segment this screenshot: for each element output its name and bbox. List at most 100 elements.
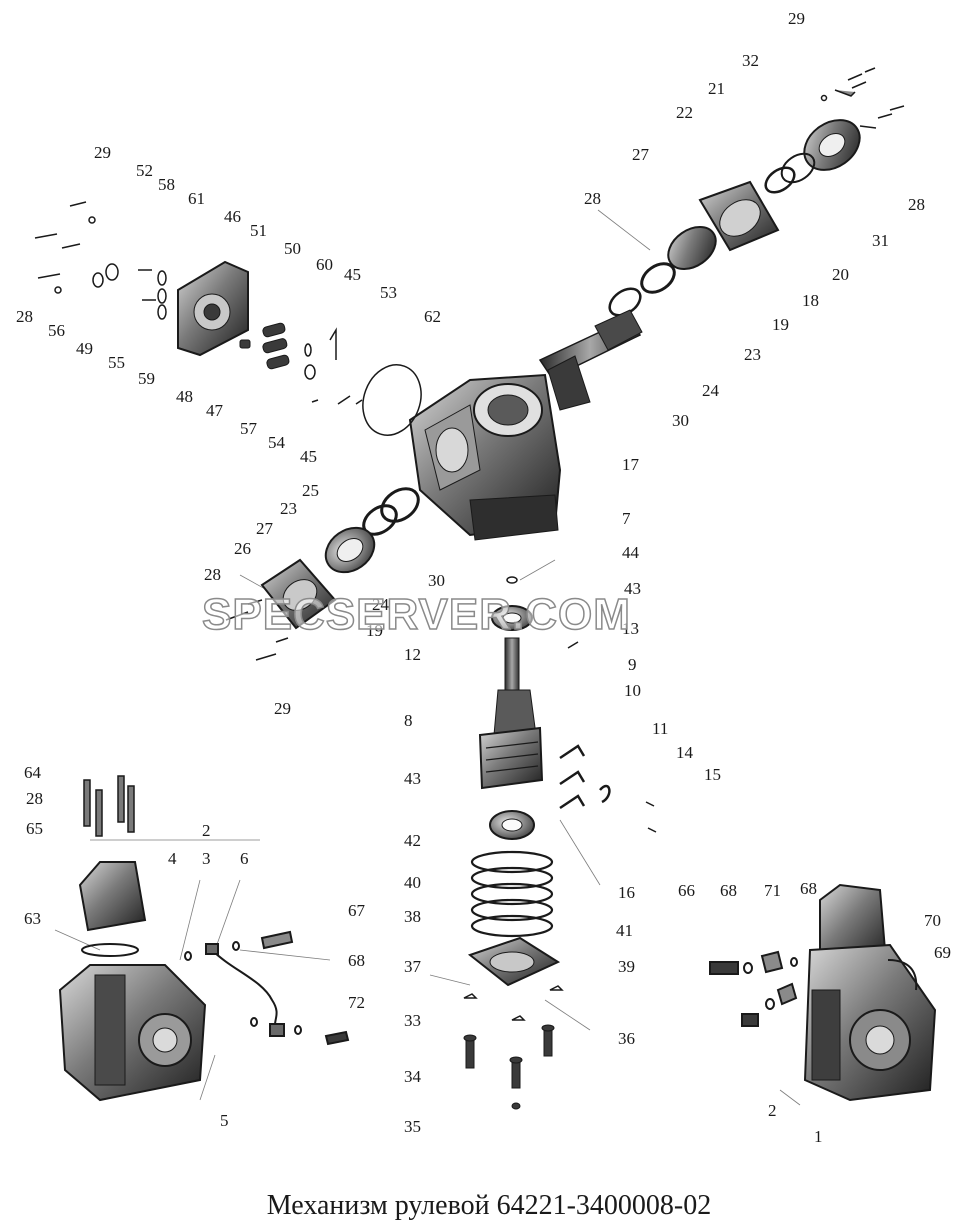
callout-label: 69 (934, 943, 951, 962)
callout-label: 24 (702, 381, 719, 400)
callout-label: 63 (24, 909, 41, 928)
callout-label: 7 (622, 509, 631, 528)
valve-cover-assembly (34, 201, 363, 405)
callout-label: 30 (672, 411, 689, 430)
callout-label: 19 (772, 315, 789, 334)
callout-label: 70 (924, 911, 941, 930)
callout-label: 62 (424, 307, 441, 326)
callout-label: 54 (268, 433, 285, 452)
diagram-caption: Механизм рулевой 64221-3400008-02 (266, 1190, 712, 1221)
callout-label: 49 (76, 339, 93, 358)
callout-label: 21 (708, 79, 725, 98)
callout-label: 43 (624, 579, 641, 598)
callout-label: 17 (622, 455, 639, 474)
callout-label: 14 (676, 743, 693, 762)
callout-label: 22 (676, 103, 693, 122)
callout-label: 23 (744, 345, 761, 364)
callout-label: 42 (404, 831, 421, 850)
callout-label: 58 (158, 175, 175, 194)
hose-fittings (184, 930, 350, 1046)
leader-lines (54, 209, 801, 1106)
callout-label: 29 (788, 9, 805, 28)
callout-label: 59 (138, 369, 155, 388)
callout-label: 2 (768, 1101, 777, 1120)
callout-label: 1 (814, 1127, 823, 1146)
callout-label: 2 (202, 821, 211, 840)
callout-label: 28 (26, 789, 43, 808)
callout-label: 48 (176, 387, 193, 406)
callout-label: 10 (624, 681, 641, 700)
callout-label: 41 (616, 921, 633, 940)
callout-label: 29 (94, 143, 111, 162)
callout-label: 39 (618, 957, 635, 976)
callout-label: 5 (220, 1111, 229, 1130)
main-housing (408, 373, 562, 541)
callout-label: 35 (404, 1117, 421, 1136)
callout-label: 11 (652, 719, 669, 738)
callout-label: 57 (240, 419, 257, 438)
callout-label: 65 (26, 819, 43, 838)
callout-label: 60 (316, 255, 333, 274)
callout-label: 71 (764, 881, 781, 900)
callout-label: 40 (404, 873, 421, 892)
callout-label: 46 (224, 207, 241, 226)
callout-label: 19 (366, 621, 383, 640)
upper-right-assembly (608, 67, 905, 317)
callout-label: 31 (872, 231, 889, 250)
callout-label: 28 (204, 565, 221, 584)
callout-label: 43 (404, 769, 421, 788)
callout-label: 16 (618, 883, 635, 902)
callout-label: 20 (832, 265, 849, 284)
callout-label: 24 (372, 595, 389, 614)
callout-label: 27 (632, 145, 649, 164)
callout-label: 29 (274, 699, 291, 718)
callout-label: 9 (628, 655, 637, 674)
assembled-view-left (58, 775, 207, 1102)
callout-label: 45 (300, 447, 317, 466)
callout-label: 45 (344, 265, 361, 284)
callout-label: 51 (250, 221, 267, 240)
callout-label: 12 (404, 645, 421, 664)
callout-label: 61 (188, 189, 205, 208)
callout-label: 4 (168, 849, 177, 868)
callout-label: 47 (206, 401, 223, 420)
callout-label: 23 (280, 499, 297, 518)
callout-label: 13 (622, 619, 639, 638)
callout-label: 55 (108, 353, 125, 372)
callout-label: 32 (742, 51, 759, 70)
callout-label: 25 (302, 481, 319, 500)
o-ring-62 (362, 364, 422, 436)
callout-label: 44 (622, 543, 639, 562)
callout-label: 28 (908, 195, 925, 214)
callout-label: 26 (234, 539, 251, 558)
callout-label: 68 (800, 879, 817, 898)
clips-group (559, 641, 657, 833)
callout-label: 53 (380, 283, 397, 302)
assembled-view-right (709, 883, 937, 1102)
callout-label: 8 (404, 711, 413, 730)
callout-label: 6 (240, 849, 249, 868)
left-bearing-cover (225, 487, 420, 661)
callout-label: 38 (404, 907, 421, 926)
watermark: SPECSERVER.COM (201, 589, 631, 640)
callout-label: 66 (678, 881, 695, 900)
callout-label: 64 (24, 763, 41, 782)
callout-label: 33 (404, 1011, 421, 1030)
callout-label: 28 (584, 189, 601, 208)
callout-label: 18 (802, 291, 819, 310)
callout-label: 52 (136, 161, 153, 180)
callout-label: 36 (618, 1029, 635, 1048)
callout-label: 68 (348, 951, 365, 970)
callout-label: 34 (404, 1067, 421, 1086)
callout-label: 56 (48, 321, 65, 340)
callout-label: 28 (16, 307, 33, 326)
callout-label: 37 (404, 957, 421, 976)
callout-label: 67 (348, 901, 365, 920)
callout-label: 27 (256, 519, 273, 538)
callout-label: 72 (348, 993, 365, 1012)
center-column (463, 576, 564, 1110)
worm-shaft (538, 309, 643, 411)
callout-label: 50 (284, 239, 301, 258)
callout-label: 68 (720, 881, 737, 900)
